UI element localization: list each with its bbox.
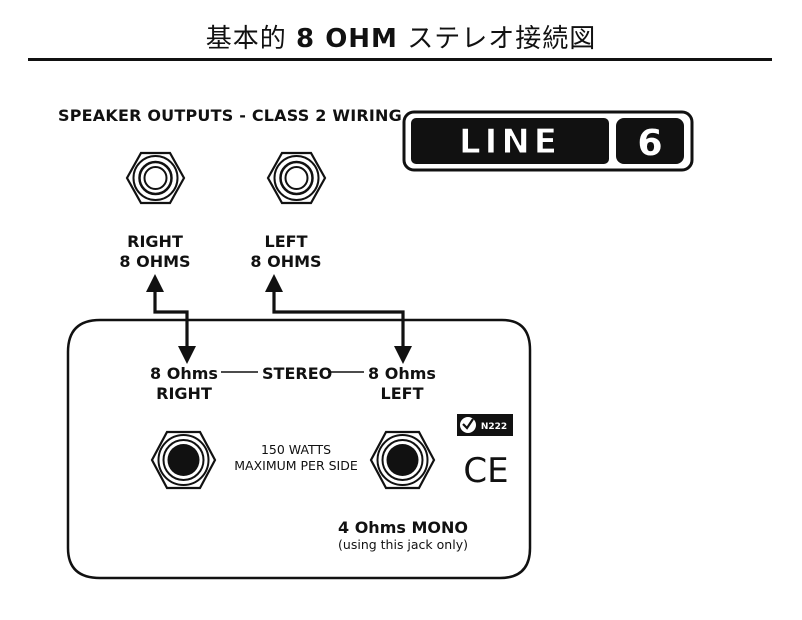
title-suffix: ステレオ接続図 (397, 24, 597, 54)
arrow-up-right (146, 274, 164, 292)
speaker-right-name: RIGHT (127, 232, 183, 251)
speaker-right-impedance: 8 OHMS (119, 252, 191, 271)
amp-right-ohms: 8 Ohms (150, 364, 218, 383)
power-line1: 150 WATTS (260, 442, 332, 457)
amp-jack-right (150, 430, 217, 490)
speaker-jack-left (266, 151, 327, 205)
arrow-down-right (178, 346, 196, 364)
amp-jack-left (369, 430, 436, 490)
speaker-left-impedance: 8 OHMS (250, 252, 322, 271)
line6-logo: LINE 6 (402, 110, 694, 172)
title-divider (28, 58, 772, 61)
amp-right-side: RIGHT (156, 384, 212, 403)
amp-left-ohms: 8 Ohms (368, 364, 436, 383)
logo-text: LINE (459, 122, 561, 162)
amp-left-side: LEFT (380, 384, 424, 403)
ce-mark: CE (463, 451, 508, 491)
wire-left (272, 290, 405, 352)
ctick-mark: N222 (457, 414, 513, 436)
amp-left-label: 8 Ohms LEFT (352, 364, 452, 404)
arrow-down-left (394, 346, 412, 364)
speaker-jack-right (125, 151, 186, 205)
page-title: 基本的 8 OHM ステレオ接続図 (0, 18, 802, 55)
speaker-left-label: LEFT 8 OHMS (236, 232, 336, 272)
wire-right (153, 290, 189, 352)
cert-code: N222 (481, 422, 507, 432)
arrow-up-left (265, 274, 283, 292)
speaker-outputs-heading: SPEAKER OUTPUTS - CLASS 2 WIRING (58, 106, 402, 125)
mono-note: (using this jack only) (338, 537, 468, 552)
title-prefix: 基本的 (205, 24, 297, 54)
speaker-left-name: LEFT (264, 232, 308, 251)
amp-panel (66, 318, 532, 580)
title-bold: 8 OHM (296, 24, 398, 54)
amp-right-label: 8 Ohms RIGHT (134, 364, 234, 404)
power-rating: 150 WATTS MAXIMUM PER SIDE (226, 442, 366, 474)
power-line2: MAXIMUM PER SIDE (234, 458, 358, 473)
mono-label: 4 Ohms MONO (338, 518, 468, 537)
stereo-label: STEREO (262, 364, 333, 383)
logo-number: 6 (637, 123, 662, 164)
speaker-right-label: RIGHT 8 OHMS (105, 232, 205, 272)
